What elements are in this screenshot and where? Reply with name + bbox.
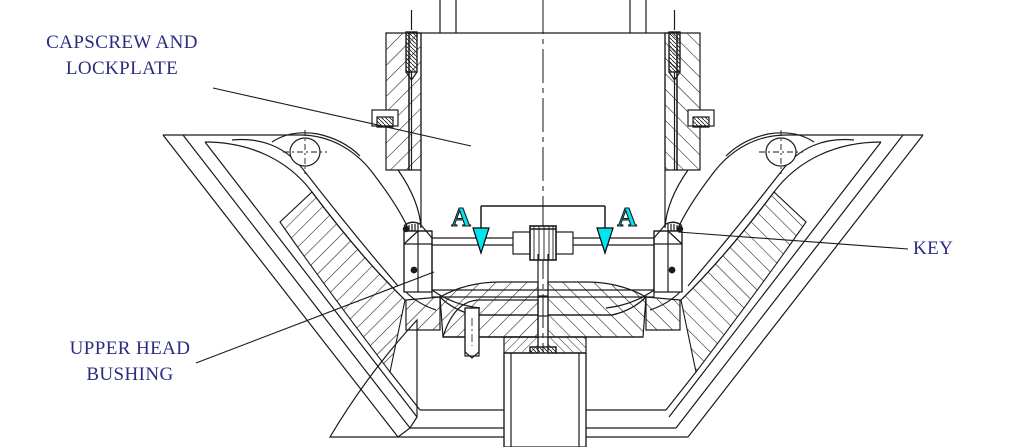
head-mass-left (442, 299, 539, 338)
bottom-center-sleeve (503, 352, 587, 447)
key-block-right (653, 221, 684, 293)
section-arrow-left (472, 227, 490, 255)
leader-capscrew (212, 87, 472, 147)
cone-hatch-right (680, 191, 807, 374)
lower-head-hatch-right (547, 281, 681, 331)
leader-key (677, 231, 909, 250)
section-letter-left: A (451, 201, 472, 232)
leader-bushing (195, 271, 435, 364)
callout-capscrew-and-lockplate: CAPSCREW AND LOCKPLATE (46, 32, 198, 79)
neck-capscrew-left (371, 109, 399, 128)
capscrew-top-left (405, 10, 418, 170)
head-column-left (397, 169, 422, 229)
cone-hatch-left (279, 191, 406, 374)
cylinder-bore-lines (455, 0, 631, 33)
bolt-hole-right (725, 130, 815, 174)
lower-head-hatch-left (405, 281, 539, 331)
head-column-right (664, 169, 689, 229)
outer-body-left (162, 134, 418, 438)
dowel-pin-left (464, 307, 480, 359)
svg-text:A: A (617, 202, 637, 232)
capscrew-top-right (668, 10, 681, 170)
key-block-left (402, 221, 433, 293)
bolt-hole-left (271, 130, 361, 174)
section-letter-right: A (617, 201, 638, 232)
cavity-detail-lines (405, 224, 681, 311)
svg-text:A: A (451, 202, 471, 232)
v-arm-hatch-left (328, 318, 418, 438)
neck-capscrew-right (687, 109, 715, 128)
section-arrow-right (596, 227, 614, 255)
outer-body-right (668, 134, 924, 438)
callout-upper-head-bushing: UPPER HEAD BUSHING (69, 338, 191, 385)
callout-key: KEY (913, 238, 954, 259)
center-retainer-nut (512, 225, 574, 261)
